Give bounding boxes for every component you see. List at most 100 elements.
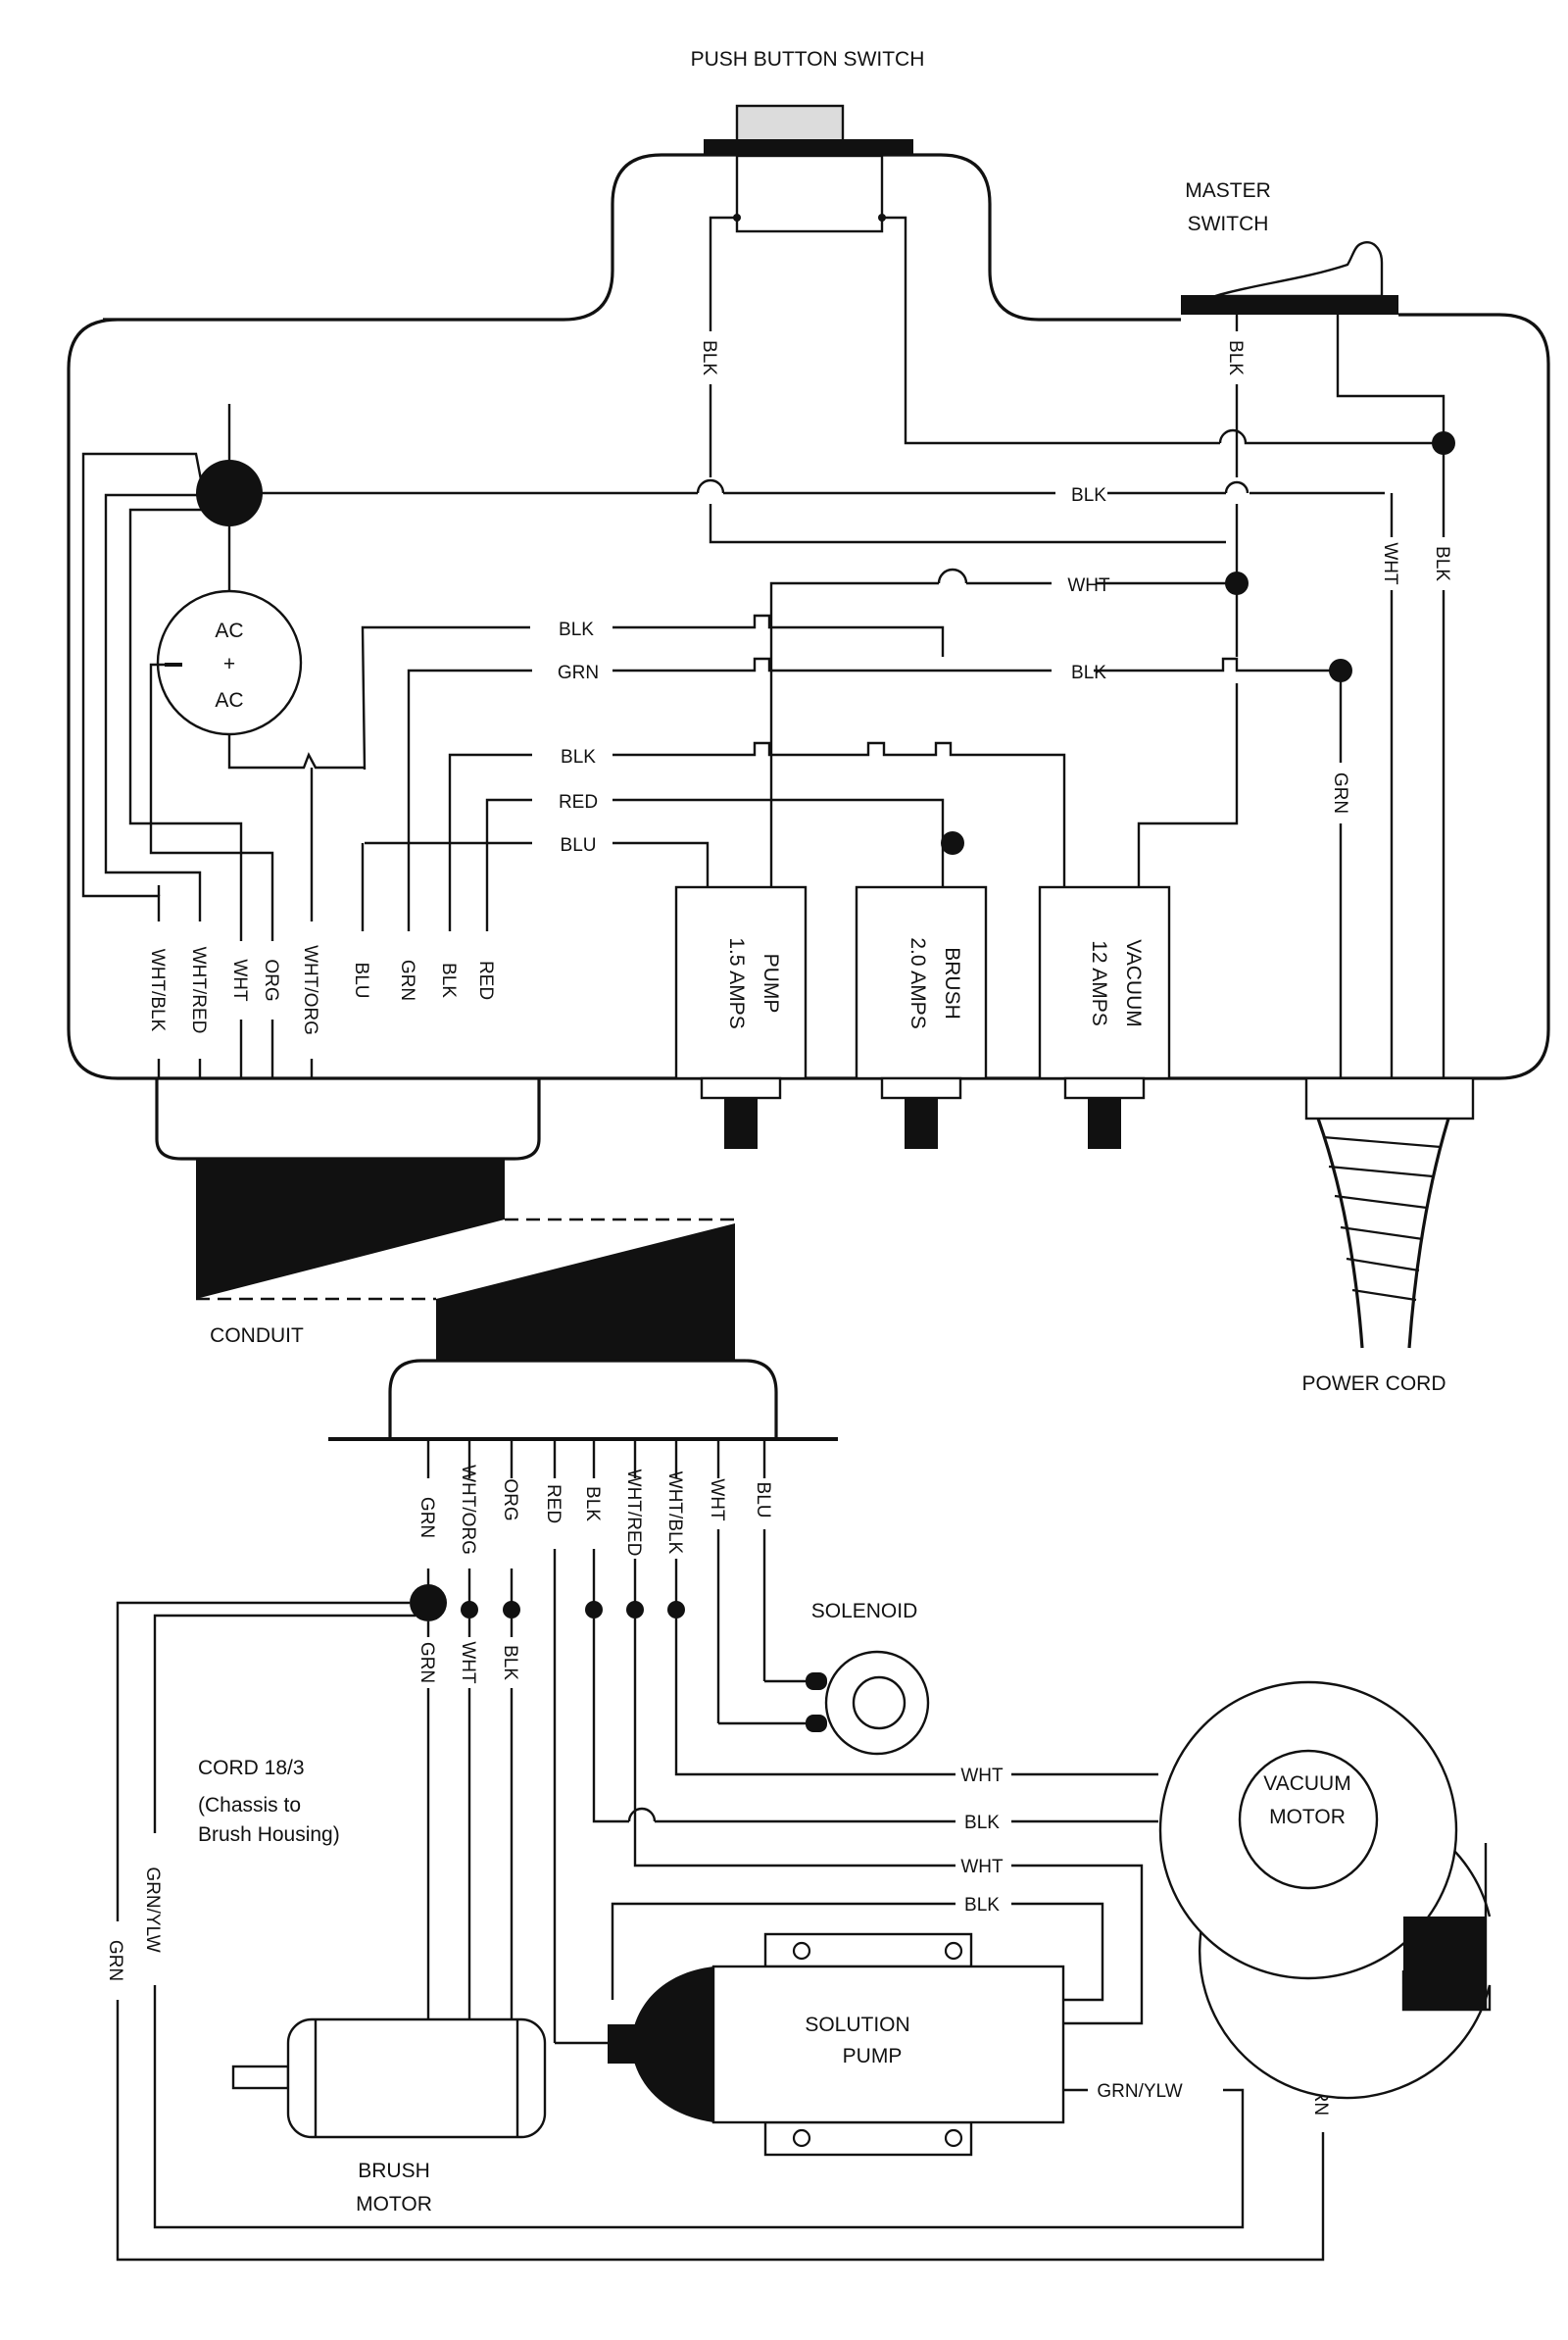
conduit-lower-black — [436, 1223, 735, 1361]
conduit-top-connector — [155, 1078, 541, 1161]
breaker-pump-name: PUMP — [760, 954, 782, 1014]
wire-label-blk-row1: BLK — [1071, 485, 1106, 506]
pump-wire-blk: BLK — [964, 1895, 1000, 1916]
wire-label-wht-blk: WHT/BLK — [147, 949, 168, 1032]
pump-bolt-3 — [792, 2128, 811, 2148]
conduit-wire-wht-org: WHT/ORG — [458, 1465, 478, 1555]
master-switch-base — [1181, 295, 1398, 315]
solenoid-plunger — [852, 1675, 906, 1730]
vacuum-motor-inner — [1238, 1749, 1379, 1890]
breaker-pump: PUMP 1.5 AMPS — [674, 885, 808, 1149]
cord-wire-blk: BLK — [500, 1645, 520, 1680]
conduit-wire-blk: BLK — [582, 1486, 603, 1521]
master-switch-label-2: SWITCH — [1188, 213, 1269, 235]
ac-relay-label-bottom: AC — [215, 689, 243, 712]
bundle-labels: WHT/BLK WHT/RED WHT ORG WHT/ORG BLU GRN … — [142, 921, 504, 1059]
conduit-wire-grn: GRN — [416, 1497, 437, 1538]
conduit-output-labels: GRN WHT/ORG ORG RED BLK WHT/RED WHT/BLK … — [416, 1465, 773, 1556]
push-button-cap — [735, 104, 845, 143]
power-cord-coils — [1322, 1135, 1442, 1302]
master-switch-label-1: MASTER — [1185, 179, 1271, 202]
pump-bolt-2 — [944, 1941, 963, 1961]
pump-wire-grn-ylw: GRN/YLW — [1097, 2081, 1182, 2102]
breaker-brush-name: BRUSH — [941, 947, 963, 1020]
wire-label-blu-row6: BLU — [561, 835, 597, 856]
left-wire-grn: GRN — [105, 1940, 125, 1981]
solenoid-terminal-1 — [806, 1672, 827, 1690]
junction-pb-right — [878, 214, 886, 222]
control-wiring — [81, 216, 1446, 1078]
power-cord-label: POWER CORD — [1302, 1372, 1446, 1395]
wire-label-blk-row4: BLK — [561, 747, 596, 768]
junction-wht-blk — [667, 1601, 685, 1618]
brush-motor-shaft — [231, 2065, 290, 2090]
conduit-upper-black — [196, 1159, 505, 1299]
wire-label-blk-row3: BLK — [559, 620, 594, 640]
wire-label-ms-blk: BLK — [1225, 340, 1246, 375]
control-wire-labels: BLK BLK BLK WHT BLK GRN BLK BLK RED BLU … — [530, 331, 1460, 856]
wire-label-blk-right: BLK — [1432, 546, 1452, 581]
junction-wht-org — [461, 1601, 478, 1618]
wire-label-wht-org: WHT/ORG — [300, 945, 320, 1035]
cord-wires — [116, 1601, 1325, 2262]
junction-blk-right — [1432, 431, 1455, 455]
wire-label-red-row5: RED — [559, 792, 598, 813]
pump-bolt-1 — [792, 1941, 811, 1961]
wire-label-wht-right: WHT — [1380, 542, 1400, 585]
brush-motor-body — [286, 2017, 547, 2139]
wire-label-wht-red: WHT/RED — [188, 947, 209, 1034]
vac-wire-wht-1: WHT — [960, 1766, 1004, 1786]
conduit-wire-org: ORG — [500, 1478, 520, 1520]
junction-main — [196, 460, 263, 526]
cord-label-2: (Chassis to — [198, 1794, 301, 1817]
junction-wht-red — [626, 1601, 644, 1618]
vac-wire-blk: BLK — [964, 1813, 1000, 1833]
conduit-wire-wht: WHT — [707, 1478, 727, 1521]
wire-label-org: ORG — [261, 959, 281, 1001]
solenoid-label: SOLENOID — [811, 1600, 918, 1622]
solution-pump-label-2: PUMP — [843, 2045, 903, 2067]
solution-pump-head — [632, 1967, 713, 2122]
cord-label-3: Brush Housing) — [198, 1823, 340, 1846]
junction-grn-lower — [410, 1584, 447, 1621]
solution-pump-inlet — [608, 2024, 637, 2064]
wire-label-blk: BLK — [438, 963, 459, 998]
conduit-bottom-connector — [388, 1359, 778, 1439]
junction-pb-left — [733, 214, 741, 222]
conduit-wire-wht-blk: WHT/BLK — [664, 1471, 685, 1555]
wire-label-pb-blk: BLK — [699, 340, 719, 375]
wire-label-blk-row3-right: BLK — [1071, 663, 1106, 683]
vacuum-motor-exhaust — [1403, 1917, 1486, 2010]
breaker-brush-rating: 2.0 AMPS — [906, 937, 929, 1028]
wire-label-grn-right: GRN — [1330, 772, 1350, 814]
conduit-wire-red: RED — [543, 1484, 564, 1523]
wire-label-grn: GRN — [397, 960, 417, 1001]
push-button-flange — [704, 139, 913, 156]
conduit-wire-blu: BLU — [753, 1482, 773, 1519]
conduit-label: CONDUIT — [210, 1324, 304, 1347]
push-button-switch-label: PUSH BUTTON SWITCH — [691, 48, 925, 71]
cord-wire-wht: WHT — [458, 1641, 478, 1684]
junction-wht — [1225, 572, 1249, 595]
junction-org — [503, 1601, 520, 1618]
junction-brush — [941, 831, 964, 855]
cord-wire-grn: GRN — [416, 1642, 437, 1683]
vacuum-motor-label-2: MOTOR — [1269, 1806, 1346, 1828]
brush-motor-label-2: MOTOR — [356, 2193, 432, 2216]
junction-grn — [1329, 659, 1352, 682]
left-wire-grn-ylw: GRN/YLW — [142, 1867, 163, 1952]
breaker-brush: BRUSH 2.0 AMPS — [855, 885, 988, 1149]
push-button-body — [735, 154, 884, 233]
wire-label-grn-row3: GRN — [558, 663, 599, 683]
vac-wire-wht-2: WHT — [960, 1857, 1004, 1877]
junction-blk-lower — [585, 1601, 603, 1618]
breaker-vacuum: VACUUM 12 AMPS — [1038, 885, 1171, 1149]
wire-label-wht-row2: WHT — [1067, 575, 1110, 596]
wire-label-red: RED — [475, 961, 496, 1000]
breaker-vacuum-name: VACUUM — [1122, 939, 1145, 1026]
solenoid-terminal-2 — [806, 1715, 827, 1732]
wire-label-wht: WHT — [229, 959, 250, 1002]
control-housing — [67, 153, 1550, 1080]
breaker-pump-rating: 1.5 AMPS — [725, 937, 748, 1028]
